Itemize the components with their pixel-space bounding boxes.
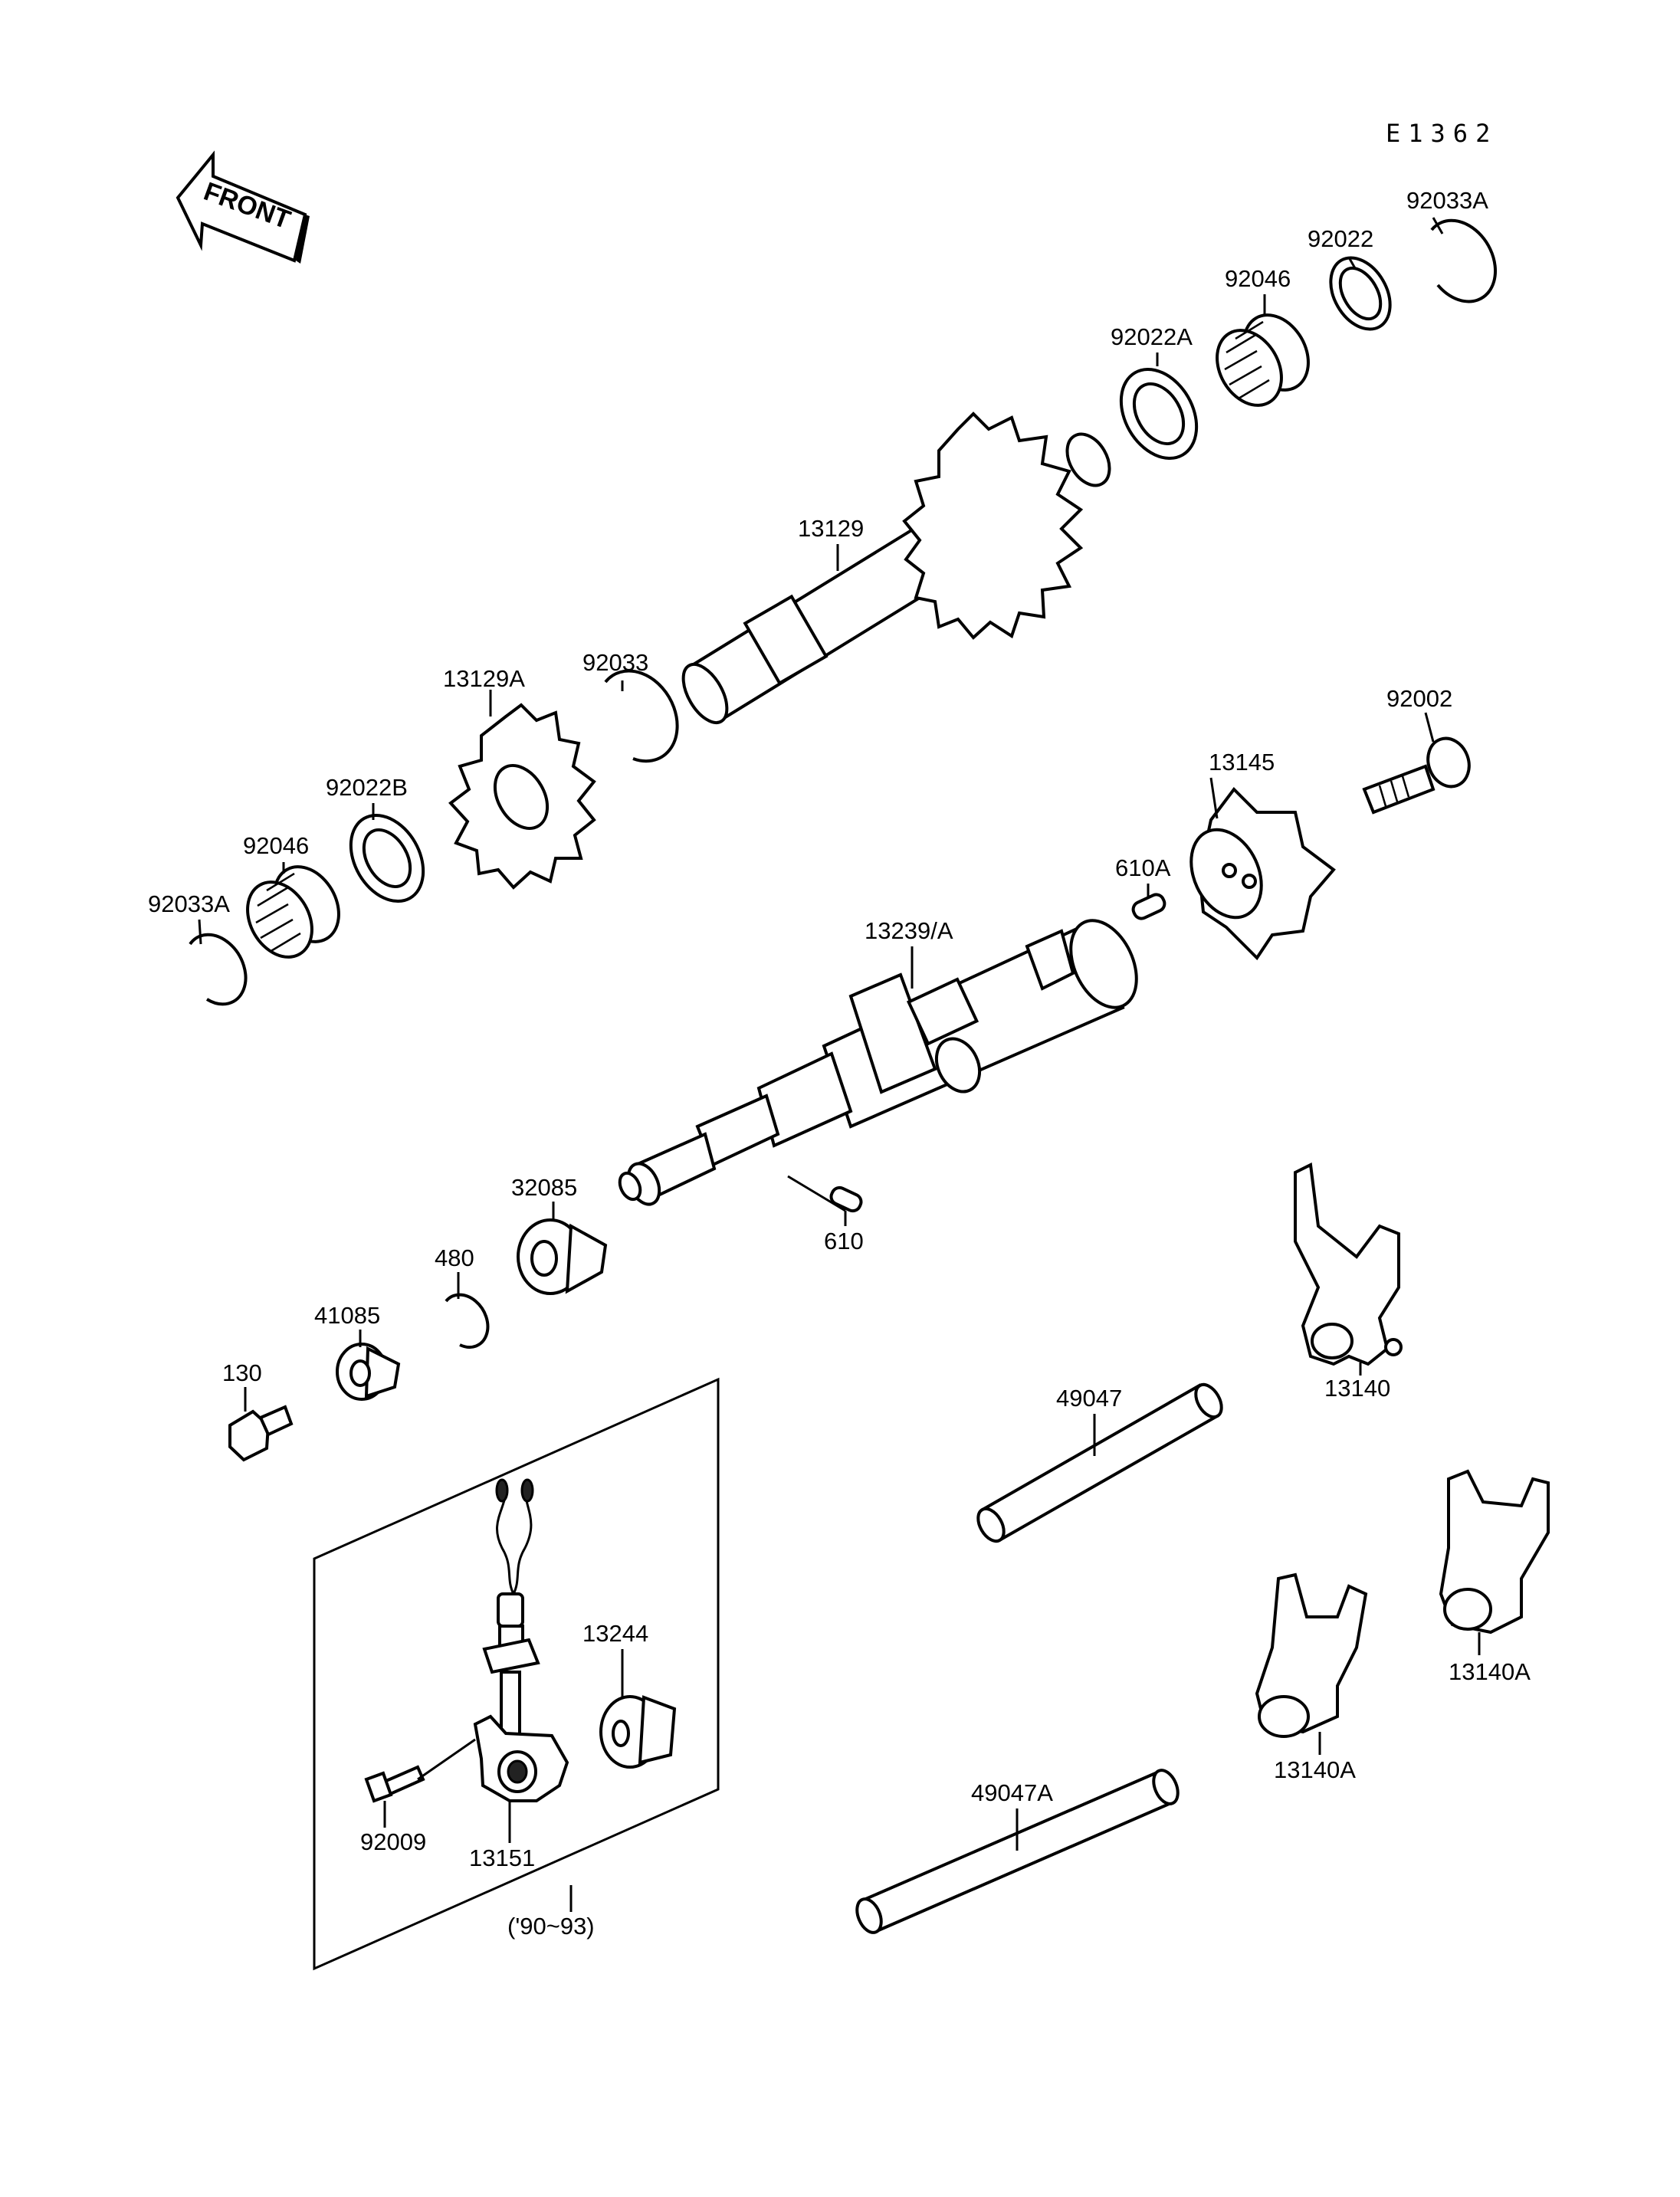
label-13244: 13244: [582, 1620, 648, 1647]
box-label: ('90~93): [507, 1913, 595, 1940]
label-13129A: 13129A: [443, 665, 525, 692]
label-610: 610: [824, 1228, 864, 1254]
label-92033A-top: 92033A: [1406, 187, 1488, 214]
circlip-92033A-left: [189, 933, 248, 1006]
label-13129: 13129: [798, 515, 864, 542]
leader-lines: [198, 217, 1481, 1912]
label-92022A: 92022A: [1111, 323, 1193, 350]
label-610A: 610A: [1115, 854, 1171, 881]
label-92046-top: 92046: [1225, 265, 1291, 292]
washer-92022A: [1119, 367, 1199, 461]
label-13140A-left: 13140A: [1274, 1756, 1356, 1783]
label-49047A: 49047A: [971, 1779, 1053, 1806]
needle-bearing-92046-top: [1216, 313, 1310, 407]
gear-13129A: [448, 703, 596, 890]
label-13239A: 13239/A: [865, 917, 953, 944]
circlip-92033A-top: [1430, 218, 1497, 303]
washer-92022-top: [1329, 256, 1392, 331]
label-480: 480: [435, 1244, 474, 1271]
front-arrow-icon: FRONT: [176, 150, 310, 264]
circlip-92033: [604, 669, 679, 763]
fork-13140: [1294, 1162, 1403, 1366]
shift-drum-13239A: [618, 919, 1138, 1206]
label-92033: 92033: [582, 649, 648, 676]
label-13140: 13140: [1324, 1375, 1390, 1402]
label-13151: 13151: [469, 1844, 535, 1871]
label-130: 130: [222, 1359, 262, 1386]
pin-610: [829, 1185, 863, 1213]
switch-assembly-box: [313, 1377, 720, 1971]
fork-13140A-right: [1439, 1469, 1550, 1635]
label-92046-left: 92046: [243, 832, 309, 859]
cam-32085: [517, 1218, 608, 1295]
shaft-13129: [681, 412, 1111, 724]
pin-plate-13145: [1189, 786, 1336, 961]
pin-610A: [1131, 893, 1166, 920]
washer-92022B: [349, 813, 425, 903]
label-13140A-right: 13140A: [1449, 1658, 1531, 1685]
label-92033A-left: 92033A: [148, 890, 230, 917]
label-41085: 41085: [314, 1302, 380, 1329]
label-92022-top: 92022: [1308, 225, 1373, 252]
rod-49047A: [855, 1769, 1180, 1934]
diagram-code: E1362: [1386, 119, 1498, 148]
screw-92009: [364, 1765, 425, 1803]
neutral-switch-13151: [473, 1478, 569, 1802]
cam-41085: [336, 1343, 401, 1401]
circlip-480: [445, 1293, 490, 1349]
label-13145: 13145: [1209, 749, 1275, 776]
label-92022B: 92022B: [326, 774, 408, 801]
bolt-130: [228, 1405, 294, 1462]
label-92002: 92002: [1386, 685, 1452, 712]
label-32085: 32085: [511, 1174, 577, 1201]
label-49047: 49047: [1056, 1385, 1122, 1412]
needle-bearing-92046-left: [246, 865, 340, 959]
label-92009: 92009: [360, 1828, 426, 1855]
bolt-92002: [1362, 736, 1471, 815]
fork-13140A-left: [1255, 1572, 1368, 1738]
rod-49047: [976, 1382, 1223, 1543]
cam-13244: [599, 1695, 677, 1769]
